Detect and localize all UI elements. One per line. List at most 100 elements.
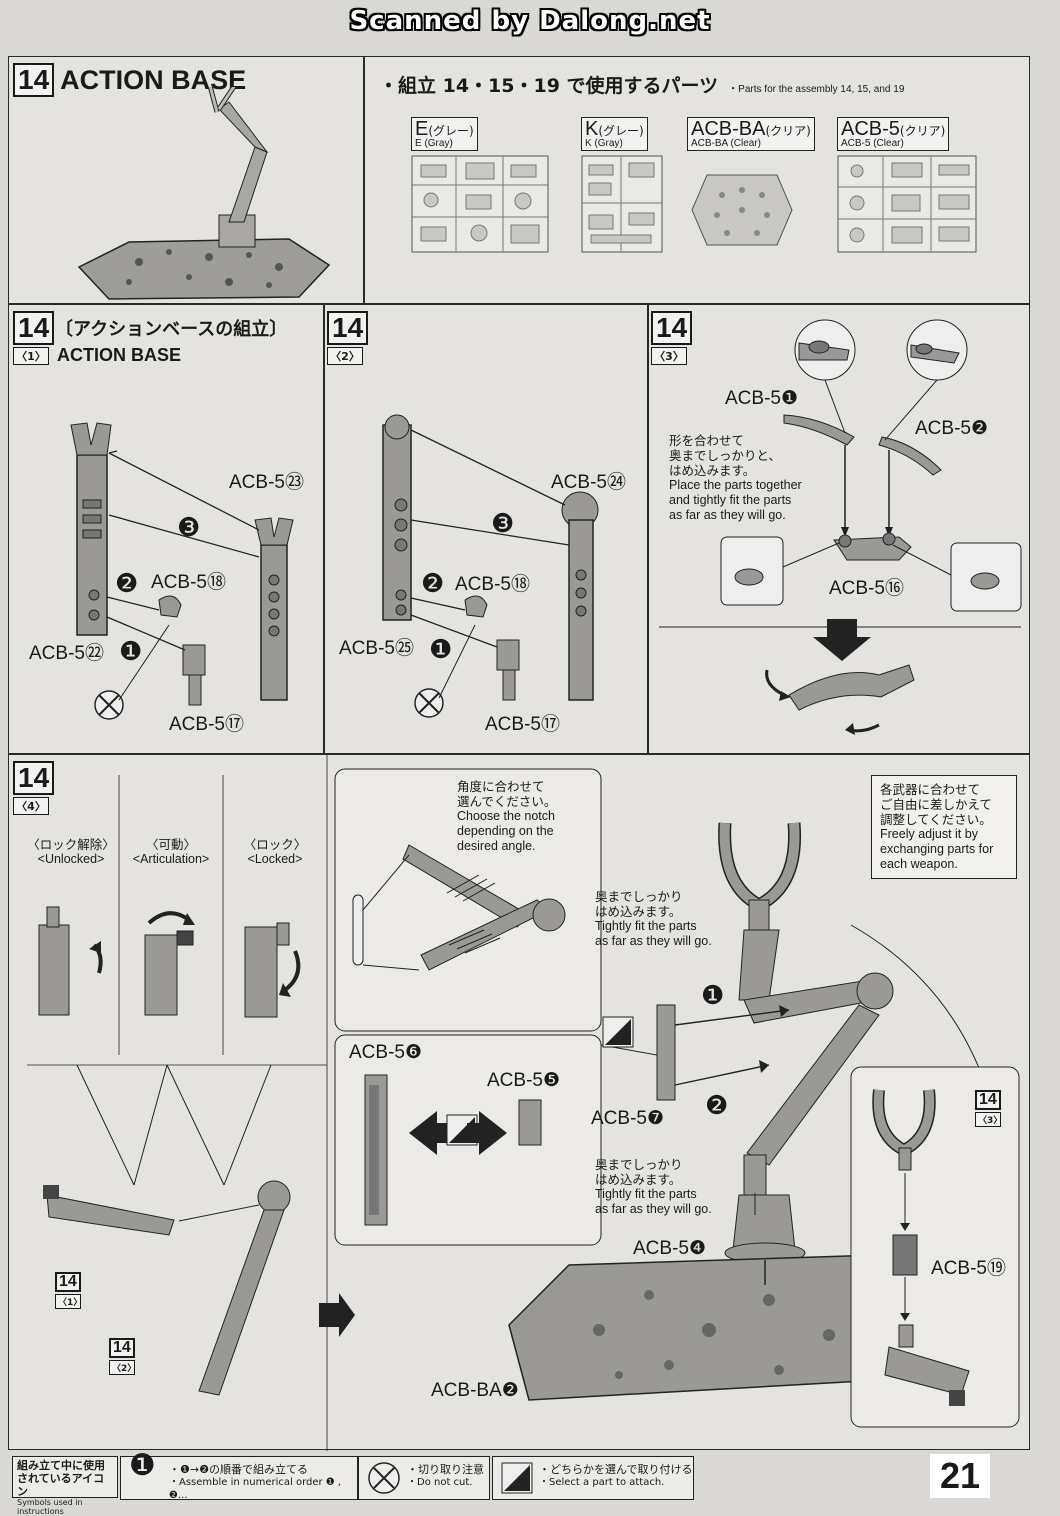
state-label-en: <Articulation>: [132, 852, 210, 866]
fit-note-lower: 奥までしっかり はめ込みます。 Tightly fit the parts as…: [595, 1157, 712, 1217]
step14-1-panel: 14 〈1〉 〔アクションベースの組立〕 ACTION BASE ACB-5㉓ …: [8, 304, 324, 754]
step14-2-illustration: [382, 414, 599, 718]
ref-step-sub: 〈3〉: [975, 1112, 1002, 1127]
note-jp-line: はめ込みます。: [669, 463, 756, 478]
runner-color-jp: (グレー): [428, 124, 474, 138]
note-jp-line: はめ込みます。: [595, 1172, 682, 1187]
part-label: ACB-5❼: [591, 1108, 664, 1129]
note-jp-line: 角度に合わせて: [457, 779, 545, 794]
runner-color-jp: (クリア): [899, 124, 946, 138]
runner-color-en: ACB-BA (Clear): [691, 138, 762, 149]
runner-code: ACB-BA: [691, 118, 766, 140]
note-jp-line: 選んでください。: [457, 794, 557, 809]
note-en-line: each weapon.: [880, 857, 958, 871]
runner-code: E: [415, 118, 429, 140]
runner-code: K: [585, 118, 599, 140]
part-label: ACB-5❻: [349, 1042, 422, 1063]
order-badge: ❶: [119, 637, 143, 667]
step-sub-number: 〈3〉: [651, 347, 687, 365]
footer-select-legend: ・どちらかを選んで取り付ける ・Select a part to attach.: [492, 1456, 694, 1500]
parts-list-panel: ・組立 14・15・19 で使用するパーツ ・Parts for the ass…: [364, 56, 1030, 304]
ref-step-sub: 〈2〉: [109, 1360, 136, 1375]
part-label: ACB-5⑱: [455, 574, 530, 595]
step14-overview-panel: 14 ACTION BASE: [8, 56, 364, 304]
state-label-jp: 〈ロック〉: [243, 837, 307, 852]
state-articulation: 〈可動〉 <Articulation>: [121, 837, 221, 867]
parts-title-en: ・Parts for the assembly 14, 15, and 19: [728, 84, 905, 95]
note-jp-line: 奥までしっかり: [595, 1157, 683, 1172]
step14-4-illustration: [27, 755, 1020, 1451]
order-legend-en: ・Assemble in numerical order ❶ , ❷...: [169, 1477, 342, 1501]
select-part-icon: [501, 1462, 533, 1494]
runner-k: K(グレー) K (Gray): [581, 117, 663, 253]
step-number: 14: [651, 311, 693, 345]
weapon-note-box: 各武器に合わせて ご自由に差しかえて 調整してください。 Freely adju…: [871, 775, 1017, 879]
note-en-line: Tightly fit the parts: [595, 1187, 697, 1201]
footer-icon-legend-title: 組み立て中に使用 されているアイコン Symbols used in instr…: [12, 1456, 118, 1516]
ref-step-number: 14: [975, 1090, 1001, 1110]
state-label-jp: 〈ロック解除〉: [27, 837, 115, 852]
step14-3-illustration: [659, 319, 1022, 735]
runner-color-en: E (Gray): [415, 138, 453, 149]
note-jp-line: 調整してください。: [880, 812, 992, 827]
note-en-line: Freely adjust it by: [880, 827, 978, 841]
order-badge: ❸: [177, 513, 201, 543]
angle-note: 角度に合わせて 選んでください。 Choose the notch depend…: [457, 779, 556, 854]
step14-2-panel: 14 〈2〉 ACB-5㉔ ACB-5⑱ ACB-5㉕ ACB-5⑰ ❸ ❷ ❶: [324, 304, 648, 754]
note-en-line: exchanging parts for: [880, 842, 994, 856]
step-sub-number: 〈4〉: [13, 797, 49, 815]
state-label-en: <Unlocked>: [37, 852, 105, 866]
runner-acb-ba: ACB-BA(クリア) ACB-BA (Clear): [687, 117, 815, 253]
order-badge: ❷: [115, 569, 139, 599]
order-icon: ❶: [129, 1448, 156, 1483]
part-label: ACB-5㉕: [339, 638, 414, 659]
note-jp-line: はめ込みます。: [595, 904, 682, 919]
note-jp-line: 形を合わせて: [669, 433, 745, 448]
ref-step14-3: 14 〈3〉: [975, 1089, 1002, 1127]
state-unlocked: 〈ロック解除〉 <Unlocked>: [21, 837, 121, 867]
order-badge: ❸: [491, 509, 515, 539]
footer-title-jp: されているアイコン: [17, 1472, 105, 1498]
note-en-line: depending on the: [457, 824, 554, 838]
footer-order-legend: ❶ ・❶→❷の順番で組み立てる ・Assemble in numerical o…: [120, 1448, 358, 1501]
state-label-jp: 〈可動〉: [145, 837, 196, 852]
order-legend-jp: ・❶→❷の順番で組み立てる: [169, 1463, 308, 1476]
note-en-line: as far as they will go.: [595, 1202, 712, 1216]
cut-legend-jp: ・切り取り注意: [407, 1463, 484, 1476]
state-locked: 〈ロック〉 <Locked>: [225, 837, 325, 867]
part-label: ACB-5⑯: [829, 578, 904, 599]
step-number: 14: [13, 63, 55, 97]
step-title-en: ACTION BASE: [57, 345, 182, 365]
note-en-line: as far as they will go.: [669, 508, 786, 522]
ref-step14-1: 14 〈1〉: [55, 1271, 82, 1309]
note-en-line: as far as they will go.: [595, 934, 712, 948]
select-legend-jp: ・どちらかを選んで取り付ける: [539, 1463, 693, 1476]
part-label: ACB-5❷: [915, 418, 988, 439]
part-label: ACB-5㉓: [229, 472, 304, 493]
fit-note: 形を合わせて 奥までしっかりと、 はめ込みます。 Place the parts…: [669, 433, 802, 523]
step-title-jp: 〔アクションベースの組立〕: [55, 319, 288, 340]
step-title: ACTION BASE: [60, 64, 247, 95]
order-badge: ❶: [701, 981, 725, 1011]
part-label: ACB-5❹: [633, 1238, 706, 1259]
ref-step14-2: 14 〈2〉: [109, 1337, 136, 1375]
select-legend-en: ・Select a part to attach.: [539, 1477, 665, 1488]
step-sub-number: 〈2〉: [327, 347, 363, 365]
parts-title-jp: ・組立 14・15・19 で使用するパーツ: [379, 75, 719, 97]
note-jp-line: 奥までしっかりと、: [669, 448, 782, 463]
runner-e-illustration: [411, 155, 549, 253]
runner-color-jp: (クリア): [765, 124, 811, 138]
note-jp-line: ご自由に差しかえて: [880, 797, 992, 812]
runner-code: ACB-5: [841, 118, 900, 140]
runner-color-en: ACB-5 (Clear): [841, 138, 904, 149]
footer-title-jp: 組み立て中に使用: [17, 1459, 105, 1472]
runner-e: E(グレー) E (Gray): [411, 117, 549, 253]
assembled-action-base-illustration: [77, 87, 331, 300]
note-en-line: and tightly fit the parts: [669, 493, 792, 507]
order-badge: ❶: [429, 635, 453, 665]
state-label-en: <Locked>: [247, 852, 303, 866]
runner-color-en: K (Gray): [585, 138, 623, 149]
step14-3-panel: 14 〈3〉 ACB-5❶ ACB-5❷ ACB-5⑯ 形を合わせて 奥までしっ…: [648, 304, 1030, 754]
part-label: ACB-5❶: [725, 388, 798, 409]
order-badge: ❷: [705, 1091, 729, 1121]
